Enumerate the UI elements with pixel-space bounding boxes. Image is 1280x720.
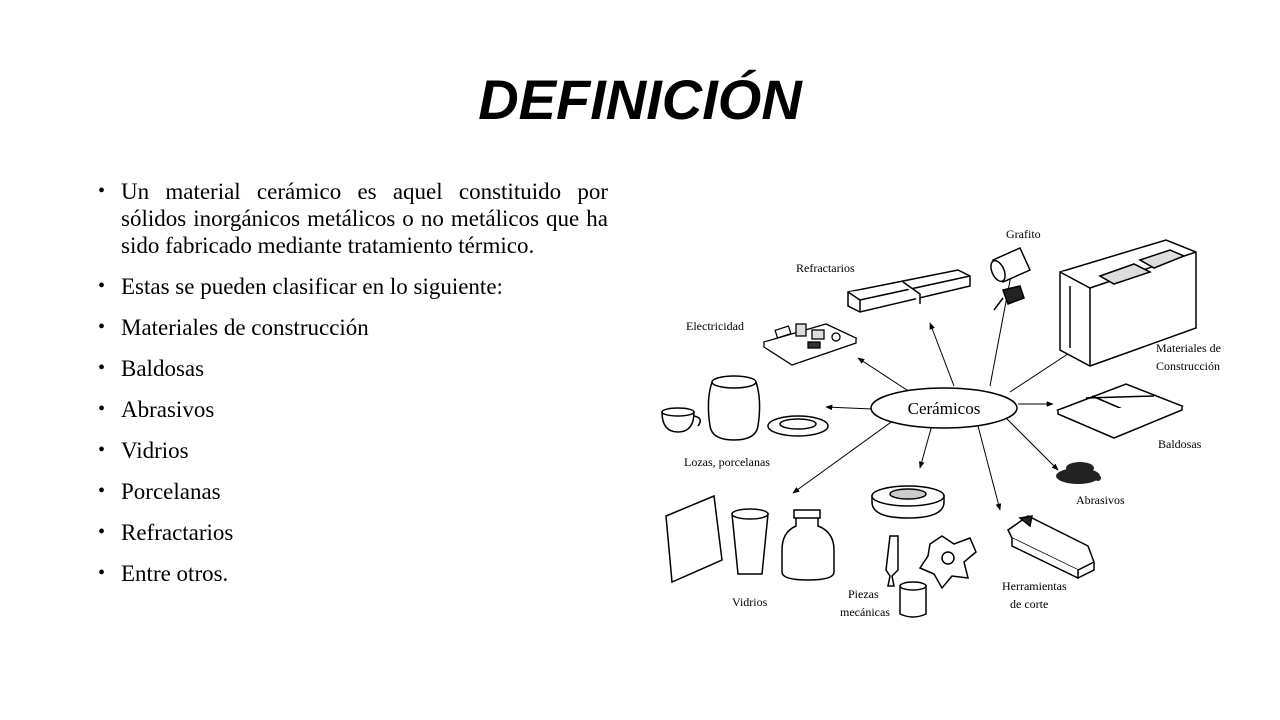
bullet-text: Un material cerámico es aquel constituid… (121, 179, 608, 258)
bullet-dot-icon: • (98, 480, 106, 502)
electronic-board-icon (762, 323, 858, 366)
bullet-item: • Vidrios (98, 437, 608, 464)
bullet-text: Refractarios (121, 520, 234, 545)
bullet-item: • Baldosas (98, 355, 608, 382)
bullet-item: • Estas se pueden clasificar en lo siguie… (98, 273, 608, 300)
label-piezas-2: mecánicas (840, 605, 890, 619)
bullet-text: Abrasivos (121, 397, 215, 422)
bullet-item: • Porcelanas (98, 478, 608, 505)
bullet-dot-icon: • (98, 398, 106, 420)
label-lozas: Lozas, porcelanas (684, 455, 770, 469)
bullet-item: • Materiales de construcción (98, 314, 608, 341)
bullet-text: Estas se pueden clasificar en lo siguien… (121, 274, 503, 299)
mechanical-parts-icon (871, 485, 977, 618)
label-herramientas-2: de corte (1010, 597, 1048, 611)
bullet-item: • Refractarios (98, 519, 608, 546)
ceramicos-node (870, 387, 1018, 429)
bullet-dot-icon: • (98, 521, 106, 543)
bullet-dot-icon: • (98, 562, 106, 584)
label-herramientas-1: Herramientas (1002, 579, 1067, 593)
bullet-dot-icon: • (98, 180, 106, 202)
label-piezas-1: Piezas (848, 587, 879, 601)
bullet-item: • Entre otros. (98, 560, 608, 587)
bullet-list: • Un material cerámico es aquel constitui… (98, 178, 608, 601)
bullet-item: • Abrasivos (98, 396, 608, 423)
bullet-dot-icon: • (98, 439, 106, 461)
graphite-icon (990, 247, 1031, 311)
ceramicos-label: Cerámicos (908, 399, 981, 418)
label-vidrios: Vidrios (732, 595, 768, 609)
bullet-text: Porcelanas (121, 479, 221, 504)
bullet-text: Entre otros. (121, 561, 229, 586)
refractory-brick-icon (847, 269, 971, 313)
bullet-item: • Un material cerámico es aquel constitui… (98, 178, 608, 259)
label-grafito: Grafito (1006, 227, 1041, 241)
label-baldosas: Baldosas (1158, 437, 1202, 451)
bullet-text: Materiales de construcción (121, 315, 369, 340)
pottery-icon (661, 375, 829, 441)
bullet-dot-icon: • (98, 316, 106, 338)
label-materiales-1: Materiales de (1156, 341, 1221, 355)
ceramics-diagram: Cerámicos Grafito Refractarios Electrici… (658, 220, 1250, 634)
bullet-dot-icon: • (98, 275, 106, 297)
label-refractarios: Refractarios (796, 261, 855, 275)
bullet-text: Baldosas (121, 356, 205, 381)
bullet-dot-icon: • (98, 357, 106, 379)
cutting-tool-icon (1007, 515, 1095, 580)
label-electricidad: Electricidad (686, 319, 744, 333)
abrasive-grains-icon (1056, 462, 1101, 484)
bullet-text: Vidrios (121, 438, 189, 463)
tiles-icon (1056, 383, 1185, 439)
label-abrasivos: Abrasivos (1076, 493, 1125, 507)
glassware-icon (665, 494, 835, 584)
slide-title: DEFINICIÓN (478, 68, 802, 131)
cinder-block-icon (1059, 239, 1197, 367)
label-materiales-2: Construcción (1156, 359, 1220, 373)
diagram-arrows (792, 253, 1081, 511)
